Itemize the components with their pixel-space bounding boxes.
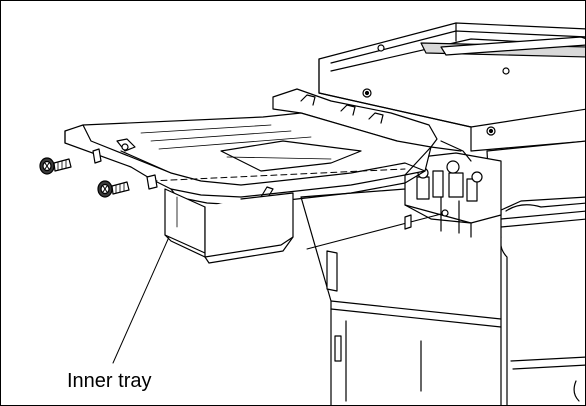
copier-machine <box>300 22 585 405</box>
output-tray-assembly <box>64 88 472 264</box>
inner-tray-leader-line <box>112 236 170 364</box>
screw-lower <box>97 180 130 198</box>
inner-tray-callout-label: Inner tray <box>67 370 152 392</box>
screw-upper <box>39 157 72 175</box>
inner-tray <box>164 188 294 264</box>
inner-mechanism <box>404 152 502 238</box>
